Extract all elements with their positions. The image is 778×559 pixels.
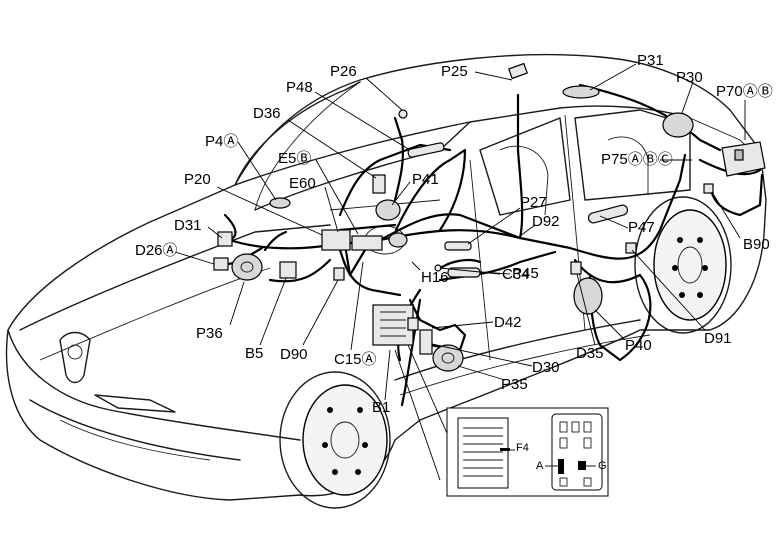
label-d35: D35 [576, 345, 604, 362]
label-d92: D92 [532, 213, 560, 230]
d35-connector [570, 261, 582, 275]
label-b5: B5 [245, 345, 264, 362]
label-p70: P70ⒶⒷ [716, 83, 773, 100]
e5b-knob [388, 232, 408, 248]
p70-terminal [734, 149, 744, 161]
front-wheel [279, 371, 391, 509]
p45-lamp [447, 267, 481, 278]
label-p47: P47 [628, 219, 655, 236]
p35-speaker [432, 344, 464, 372]
p36-speaker [231, 253, 263, 281]
label-p20: P20 [184, 171, 211, 188]
label-p41: P41 [412, 171, 439, 188]
p4a-component [269, 197, 291, 209]
label-p36: P36 [196, 325, 223, 342]
fuse-inset [394, 344, 609, 497]
p40-speaker [573, 277, 603, 315]
p27-lamp [444, 241, 472, 251]
label-d36: D36 [253, 105, 281, 122]
p47-lamp [587, 204, 629, 224]
label-b1: B1 [372, 399, 391, 416]
label-p75: P75ⒶⒷⒸ [601, 151, 673, 168]
label-g: G [598, 460, 607, 472]
b1-fusebox [372, 304, 414, 346]
b90-component [703, 183, 714, 194]
label-p30: P30 [676, 69, 703, 86]
label-b90: B90 [743, 236, 770, 253]
b5-component [279, 261, 297, 279]
h16-component [407, 317, 419, 331]
p30-speaker [662, 112, 694, 138]
e5b-module [351, 235, 383, 251]
label-d31: D31 [174, 217, 202, 234]
components [213, 62, 766, 372]
label-p48: P48 [286, 79, 313, 96]
label-d91: D91 [704, 330, 732, 347]
label-p35: P35 [501, 376, 528, 393]
label-f4: F4 [516, 442, 529, 454]
d31-connector [217, 231, 233, 247]
d91-connector [625, 242, 637, 254]
label-p45: P45 [512, 265, 539, 282]
label-p26: P26 [330, 63, 357, 80]
label-p27: P27 [520, 194, 547, 211]
label-d90: D90 [280, 346, 308, 363]
label-p25: P25 [441, 63, 468, 80]
label-d30: D30 [532, 359, 560, 376]
e60-module [321, 229, 351, 251]
label-a: A [536, 460, 544, 472]
d42-connector [419, 329, 433, 355]
d90-connector [333, 267, 345, 281]
d26a-connector [213, 257, 229, 271]
label-p31: P31 [637, 52, 664, 69]
label-h16: H16 [421, 269, 449, 286]
p41-component [375, 199, 401, 221]
label-c15a: C15Ⓐ [334, 351, 377, 368]
label-e60: E60 [289, 175, 316, 192]
label-c34: C34 [502, 266, 530, 283]
label-e5b: E5Ⓑ [278, 150, 312, 167]
p48-lamp [407, 142, 445, 158]
p31-speaker [562, 85, 600, 99]
rear-wheel [634, 196, 732, 334]
label-p40: P40 [625, 337, 652, 354]
d36-connector [372, 174, 386, 194]
label-p4a: P4Ⓐ [205, 133, 239, 150]
label-d26a: D26Ⓐ [135, 242, 178, 259]
leader-lines [174, 63, 746, 401]
p26-component [398, 109, 408, 119]
p25-component [508, 62, 528, 80]
label-d42: D42 [494, 314, 522, 331]
